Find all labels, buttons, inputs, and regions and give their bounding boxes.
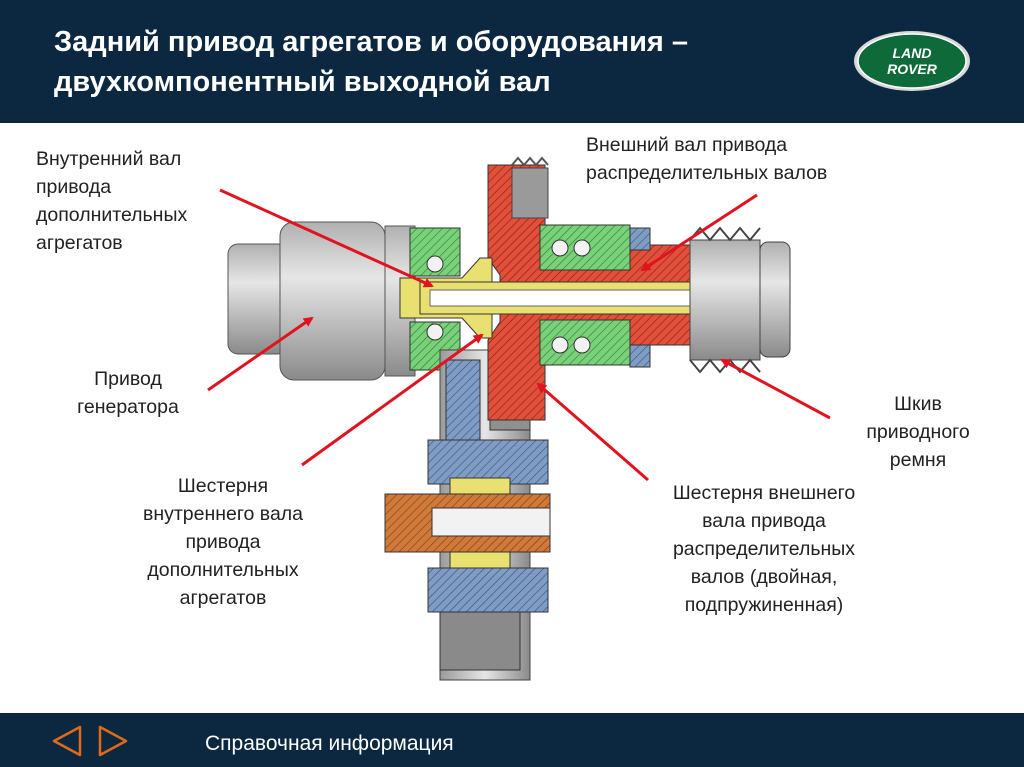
triangle-right-icon[interactable] (96, 724, 130, 758)
label-line: распределительных валов (586, 162, 828, 184)
label-line: агрегатов (179, 587, 267, 609)
label-line: Шкив (894, 393, 942, 415)
label-line: Привод (94, 368, 162, 390)
arrow-pulley (720, 358, 831, 420)
label-line: вала привода (702, 510, 826, 532)
label-drive-pulley: Шкив приводного ремня (848, 390, 988, 474)
label-line: генератора (77, 396, 179, 418)
label-line: валов (двойная, (690, 566, 838, 588)
land-rover-logo: LAND ROVER (854, 31, 970, 91)
title-line-2: двухкомпонентный выходной вал (54, 66, 551, 98)
label-line: привода (36, 176, 112, 198)
logo-text-2: ROVER (887, 61, 938, 77)
drive-belt-pulley (689, 226, 791, 374)
label-line: привода (185, 531, 261, 553)
label-line: подпружиненная) (684, 594, 844, 616)
label-line: Шестерня внешнего (672, 482, 856, 504)
page-title: Задний привод агрегатов и оборудования –… (54, 22, 814, 102)
label-line: дополнительных (36, 204, 188, 226)
arrow-inner-gear (301, 333, 484, 467)
label-line: ремня (889, 449, 947, 471)
label-line: распределительных (672, 538, 856, 560)
footer-reference-text[interactable]: Справочная информация (205, 732, 454, 755)
triangle-left-icon[interactable] (50, 724, 84, 758)
label-outer-shaft: Внешний вал привода распределительных ва… (586, 131, 827, 187)
label-inner-shaft: Внутренний вал привода дополнительных аг… (36, 145, 187, 257)
left-bearing (409, 227, 461, 371)
arrow-inner-shaft (219, 188, 434, 288)
label-line: дополнительных (147, 559, 299, 581)
label-line: Шестерня (177, 475, 269, 497)
label-line: Внешний вал привода (586, 134, 788, 156)
label-generator-drive: Привод генератора (48, 365, 208, 421)
arrow-outer-shaft (640, 193, 758, 272)
lower-bronze-shaft (384, 477, 551, 569)
header-bar: Задний привод агрегатов и оборудования –… (0, 0, 1024, 123)
pointer-arrows (207, 188, 831, 482)
label-line: агрегатов (36, 232, 123, 254)
arrow-generator (207, 316, 314, 392)
label-line: Внутренний вал (36, 148, 182, 170)
label-line: внутреннего вала (142, 503, 304, 525)
label-outer-gear: Шестерня внешнего вала привода распредел… (636, 479, 892, 619)
top-gear-teeth (511, 156, 651, 368)
logo-text-1: LAND (893, 45, 932, 61)
shaft-assembly-diagram (207, 156, 831, 681)
title-line-1: Задний привод агрегатов и оборудования – (54, 26, 689, 58)
label-inner-gear: Шестерня внутреннего вала привода дополн… (108, 472, 338, 612)
label-line: приводного (866, 421, 970, 443)
arrow-outer-gear (536, 382, 649, 482)
footer-bar: Справочная информация (0, 713, 1024, 767)
